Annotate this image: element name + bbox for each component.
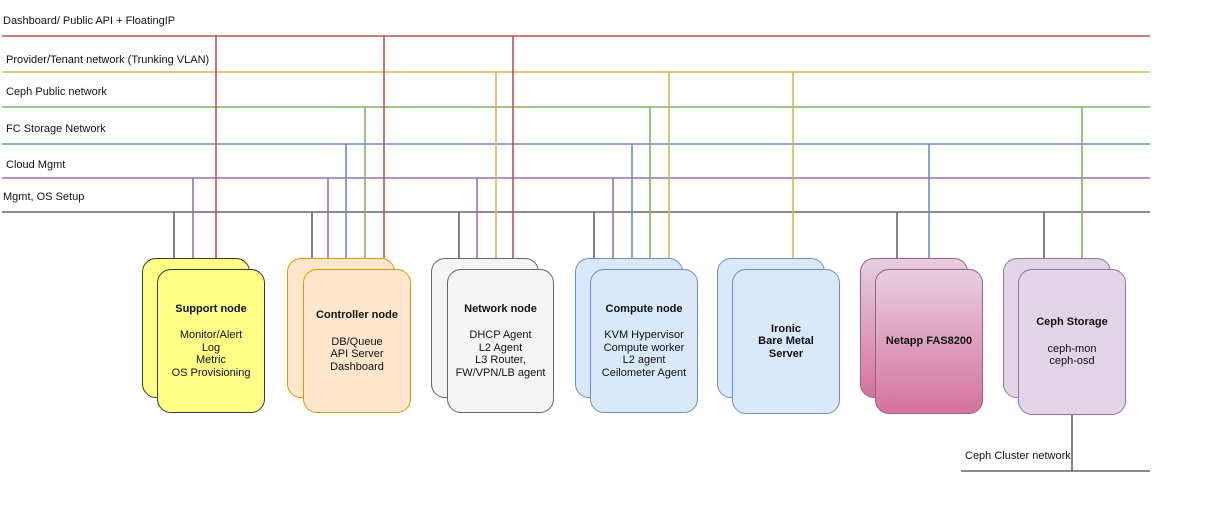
node-line: OS Provisioning [171,366,251,379]
node-line: L3 Router, [475,354,526,367]
node-line: L2 agent [622,354,666,367]
controller-node-node [303,269,411,413]
node-title: Network node [464,302,537,315]
node-title: Controller node [316,309,398,321]
ceph-cluster-network-label: Ceph Cluster network [965,450,1071,462]
node-line: Compute worker [603,341,685,354]
network-label-6: Mgmt, OS Setup [3,191,85,203]
node-line: DHCP Agent [469,329,532,342]
network-node-node [447,269,554,413]
node-line: KVM Hypervisor [604,329,684,342]
node-line: API Server [330,348,384,360]
network-label-1: Dashboard/ Public API + FloatingIP [3,15,176,27]
network-label-5: Cloud Mgmt [6,159,66,171]
network-label-3: Ceph Public network [6,86,107,98]
compute-node-node [590,269,698,413]
node-line: L2 Agent [478,341,523,354]
node-line: Log [201,341,221,354]
network-label-2: Provider/Tenant network (Trunking VLAN) [6,54,210,66]
support-node-node [157,269,265,413]
ceph-storage-node [1018,269,1126,415]
netapp-fas8200-node [875,269,983,414]
node-title: Server [768,347,804,360]
network-label-4: FC Storage Network [6,123,106,135]
node-title: Compute node [605,302,683,315]
node-title: Ceph Storage [1036,316,1108,329]
node-title: Ironic [771,322,801,335]
node-line: ceph-mon [1047,342,1097,355]
node-line: FW/VPN/LB agent [455,366,546,379]
node-title: Netapp FAS8200 [885,335,973,348]
node-line: Monitor/Alert [179,329,243,342]
ironic-node [732,269,840,414]
node-line: Ceilometer Agent [601,366,687,379]
node-line: ceph-osd [1049,355,1095,368]
node-title: Bare Metal [758,335,814,348]
node-title: Support node [175,302,247,315]
netapp-fas8200-node-text: Netapp FAS8200 [875,269,983,414]
node-line: Metric [196,354,226,367]
node-line: Dashboard [330,360,384,373]
node-line: DB/Queue [331,335,383,348]
